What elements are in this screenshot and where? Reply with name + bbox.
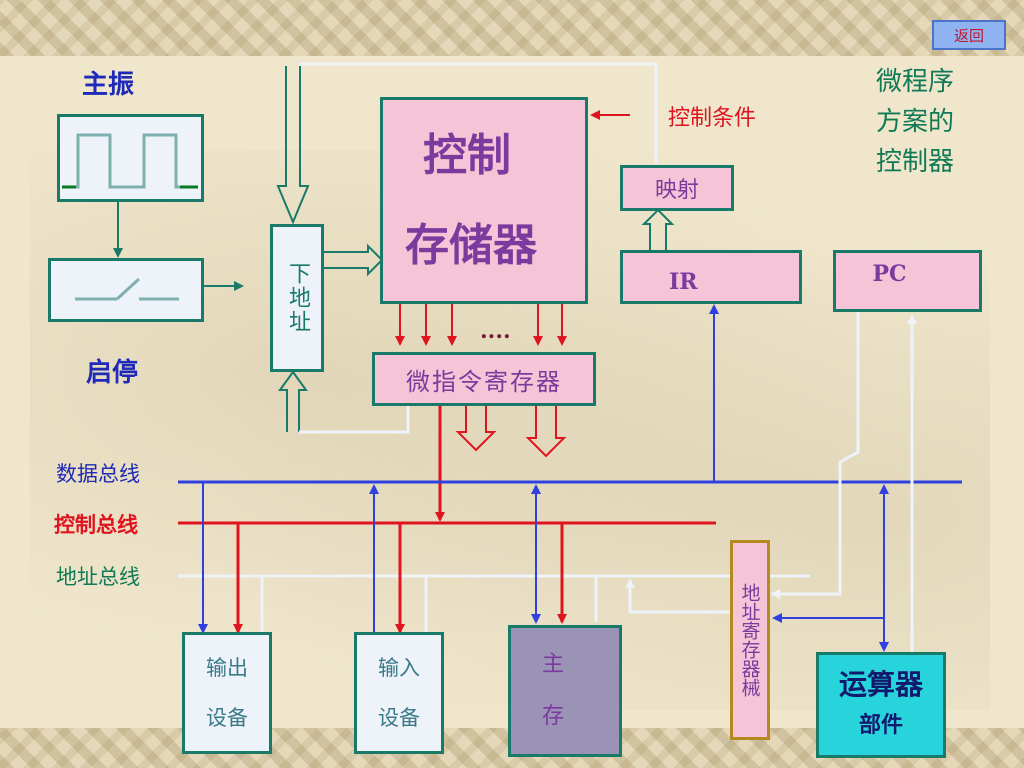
input-device-line-2: 设备 bbox=[378, 706, 420, 730]
input-device-line-1: 输入 bbox=[378, 656, 420, 680]
microinstr-hollow-arrow-1 bbox=[455, 406, 497, 452]
main-memory-line-2: 存 bbox=[541, 704, 564, 729]
decorative-top-band bbox=[0, 0, 1024, 56]
microinstr-feedback-arrow bbox=[278, 370, 308, 432]
main-memory-block: 主 存 bbox=[508, 625, 622, 757]
main-memory-line-1: 主 bbox=[541, 652, 564, 677]
microinstruction-register-block: 微指令寄存器 bbox=[372, 352, 596, 406]
pc-to-addr-reg bbox=[770, 312, 860, 599]
ir-block: IR bbox=[620, 250, 802, 304]
diagram-title: 微程序 方案的 控制器 bbox=[876, 62, 986, 182]
output-device-block: 输出 设备 bbox=[182, 632, 272, 754]
ir-to-mapping-arrow bbox=[641, 208, 675, 250]
square-wave-icon bbox=[62, 133, 198, 189]
output-device-line-1: 输出 bbox=[206, 656, 248, 680]
next-address-input-arrow bbox=[276, 66, 310, 225]
addr-reg-to-bus bbox=[625, 578, 730, 614]
control-bus-label: 控制总线 bbox=[54, 512, 138, 537]
next-address-block: 下地址 bbox=[270, 224, 324, 372]
title-line-2: 方案的 bbox=[876, 107, 955, 137]
alu-line-2: 部件 bbox=[858, 712, 903, 738]
alu-block: 运算器 部件 bbox=[816, 652, 946, 758]
title-line-3: 控制器 bbox=[876, 147, 955, 177]
oscillator-label: 主振 bbox=[82, 70, 135, 100]
control-store-block: 控制 存储器 bbox=[380, 97, 588, 304]
ellipsis-label: .... bbox=[480, 318, 511, 344]
oscillator-block bbox=[57, 114, 204, 202]
address-bus-label: 地址总线 bbox=[56, 565, 140, 589]
title-line-1: 微程序 bbox=[876, 67, 955, 97]
microinstr-hollow-arrow-2 bbox=[525, 406, 567, 458]
pc-block: PC bbox=[833, 250, 982, 312]
store-output-arrows bbox=[395, 304, 567, 346]
start-stop-label: 启停 bbox=[86, 358, 139, 388]
address-register-block: 地址寄存器械 bbox=[730, 540, 770, 740]
input-device-block: 输入 设备 bbox=[354, 632, 444, 754]
next-address-to-store-arrow bbox=[324, 243, 384, 277]
output-device-line-2: 设备 bbox=[206, 706, 248, 730]
alu-line-1: 运算器 bbox=[838, 668, 923, 701]
mapping-block: 映射 bbox=[620, 165, 734, 211]
data-bus-label: 数据总线 bbox=[56, 462, 140, 486]
control-store-line-1: 控制 bbox=[423, 129, 511, 181]
start-stop-block bbox=[48, 258, 204, 322]
control-condition-label: 控制条件 bbox=[668, 106, 757, 131]
switch-icon bbox=[75, 277, 179, 301]
control-store-line-2: 存储器 bbox=[405, 219, 537, 271]
return-button[interactable]: 返回 bbox=[932, 20, 1006, 50]
microinstr-feedback-line bbox=[299, 406, 410, 434]
